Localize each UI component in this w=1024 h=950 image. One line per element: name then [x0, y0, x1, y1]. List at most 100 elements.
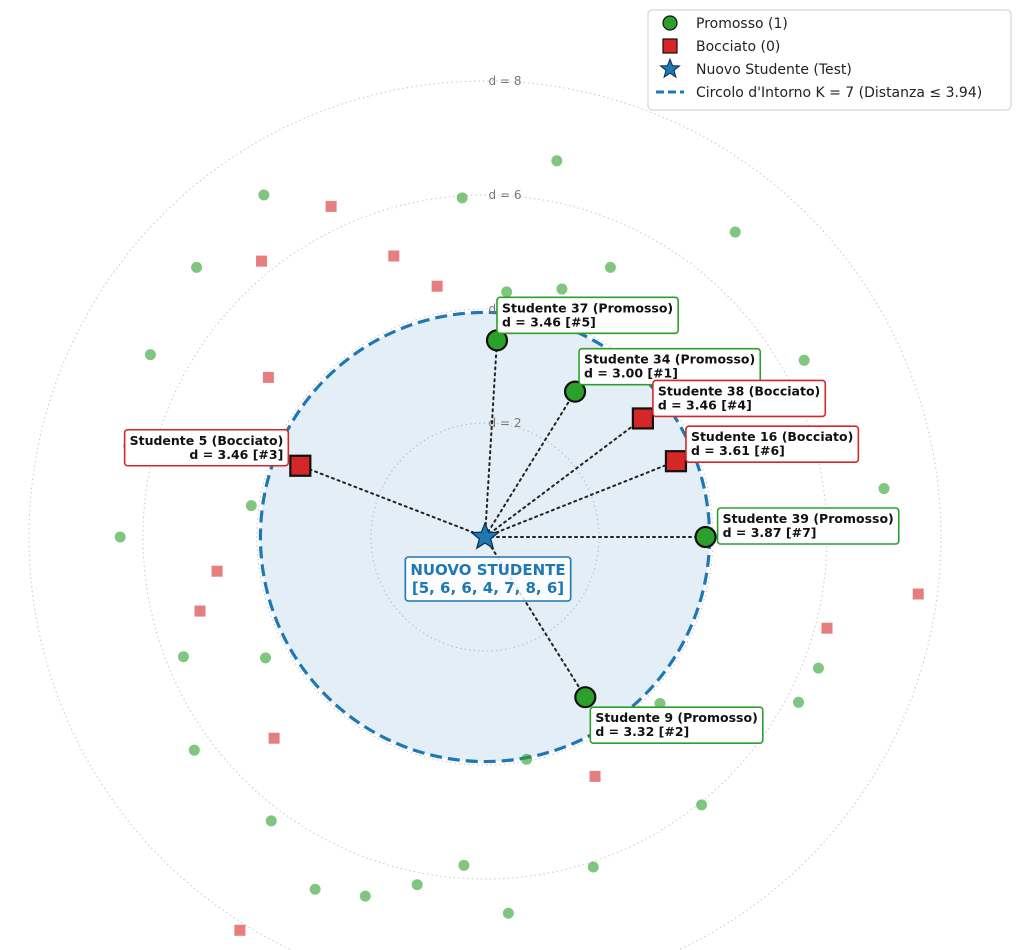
neighbor-label-9-box: [589, 706, 764, 744]
neighbor-point-5: [289, 454, 312, 477]
neighbor-point-16: [664, 450, 688, 473]
training-point-promosso: [521, 753, 533, 765]
neighbor-label-37: Studente 37 (Promosso)d = 3.46 [#5]: [496, 296, 679, 335]
training-point-promosso: [729, 226, 741, 238]
training-point-bocciato: [325, 200, 337, 212]
training-point-promosso: [556, 283, 568, 295]
training-point-promosso: [501, 286, 513, 298]
neighbor-label-39: Studente 39 (Promosso)d = 3.87 [#7]: [716, 507, 900, 545]
neighbor-label-16-box: [685, 425, 860, 463]
training-point-bocciato: [256, 255, 268, 267]
training-point-promosso: [265, 815, 277, 827]
training-point-promosso: [191, 261, 203, 273]
training-point-bocciato: [821, 622, 833, 634]
neighbor-label-16-line-2: d = 3.61 [#6]: [691, 443, 785, 458]
legend-label: Bocciato (0): [696, 39, 780, 55]
neighbor-label-38-box: [652, 379, 827, 418]
training-point-bocciato: [388, 250, 400, 262]
training-point-bocciato: [268, 732, 280, 744]
neighbor-label-39-line-2: d = 3.87 [#7]: [723, 525, 817, 540]
distance-ring: [28, 80, 942, 950]
neighbor-label-5: Studente 5 (Bocciato)d = 3.46 [#3]: [123, 428, 290, 467]
neighbor-link: [484, 390, 577, 538]
training-point-promosso: [798, 354, 810, 366]
training-point-promosso: [177, 651, 189, 663]
training-point-bocciato: [234, 924, 246, 936]
neighbor-label-37-line-1: Studente 37 (Promosso): [502, 300, 673, 315]
neighbor-label-16: Studente 16 (Bocciato)d = 3.61 [#6]: [685, 425, 860, 463]
neighbor-point-9: [574, 686, 597, 709]
training-point-promosso: [359, 890, 371, 902]
training-point-bocciato: [589, 770, 601, 782]
neighbor-label-9: Studente 9 (Promosso)d = 3.32 [#2]: [589, 706, 764, 744]
training-point-promosso: [551, 155, 563, 167]
test-label: NUOVO STUDENTE[5, 6, 6, 4, 7, 8, 6]: [404, 556, 572, 602]
training-point-bocciato: [431, 280, 443, 292]
training-point-promosso: [458, 859, 470, 871]
training-point-promosso: [696, 799, 708, 811]
legend-label: Nuovo Studente (Test): [696, 62, 852, 78]
legend-circle-icon: [662, 15, 678, 31]
legend-star-icon: [659, 57, 681, 79]
neighbor-label-9-line-1: Studente 9 (Promosso): [595, 710, 757, 725]
legend-square-icon: [662, 38, 678, 54]
neighbor-label-38: Studente 38 (Bocciato)d = 3.46 [#4]: [652, 379, 827, 418]
test-label-box: [404, 556, 572, 602]
training-point-promosso: [502, 907, 514, 919]
training-point-promosso: [144, 349, 156, 361]
neighbor-points: [289, 329, 717, 709]
neighbor-labels: Studente 37 (Promosso)d = 3.46 [#5]Stude…: [123, 296, 900, 744]
legend-frame: [647, 9, 1012, 111]
training-points: [114, 155, 924, 936]
neighbor-label-37-line-2: d = 3.46 [#5]: [502, 314, 596, 329]
ring-label: d = 6: [489, 188, 522, 202]
legend-label: Circolo d'Intorno K = 7 (Distanza ≤ 3.94…: [696, 85, 982, 101]
neighbor-label-38-line-2: d = 3.46 [#4]: [658, 397, 752, 412]
training-point-promosso: [793, 696, 804, 708]
neighbor-label-34-line-1: Studente 34 (Promosso): [584, 352, 755, 367]
training-point-promosso: [309, 883, 321, 895]
training-point-promosso: [587, 861, 599, 873]
training-point-bocciato: [194, 605, 206, 617]
neighbor-label-34-line-2: d = 3.00 [#1]: [584, 366, 678, 381]
training-point-promosso: [260, 652, 272, 664]
test-star-icon: [470, 521, 500, 550]
training-point-promosso: [245, 500, 257, 512]
neighbor-label-5-line-2: d = 3.46 [#3]: [189, 447, 283, 462]
ring-label: d = 8: [489, 74, 522, 88]
training-point-bocciato: [211, 565, 223, 577]
neighbor-link: [299, 464, 486, 538]
neighbor-label-9-line-2: d = 3.32 [#2]: [595, 724, 689, 739]
training-point-promosso: [604, 261, 616, 273]
neighbor-point-34: [563, 380, 587, 403]
neighbor-label-16-line-1: Studente 16 (Bocciato): [691, 429, 853, 444]
neighbor-label-34: Studente 34 (Promosso)d = 3.00 [#1]: [578, 347, 762, 386]
test-label-line-1: NUOVO STUDENTE: [410, 561, 565, 579]
legend-label: Promosso (1): [696, 16, 788, 32]
training-point-promosso: [114, 531, 126, 543]
legend: Promosso (1) Bocciato (0) Nuovo Studente (…: [647, 9, 1012, 111]
training-point-promosso: [258, 189, 270, 201]
neighbor-label-39-line-1: Studente 39 (Promosso): [723, 511, 894, 526]
training-point-promosso: [654, 697, 666, 709]
neighbor-point-38: [631, 407, 654, 430]
neighbor-link: [484, 460, 677, 538]
training-point-promosso: [456, 192, 468, 204]
neighbor-label-39-box: [716, 507, 900, 545]
training-point-promosso: [188, 744, 200, 756]
training-point-promosso: [411, 879, 423, 891]
neighbor-point-39: [694, 525, 717, 549]
neighbor-label-38-line-1: Studente 38 (Bocciato): [658, 383, 820, 398]
training-point-bocciato: [912, 588, 924, 600]
neighbor-link: [484, 339, 498, 538]
test-point-group: [470, 521, 500, 550]
ring-label: d = 2: [489, 416, 522, 430]
neighbor-label-5-line-1: Studente 5 (Bocciato): [130, 433, 284, 448]
neighbor-link: [484, 417, 644, 538]
neighbor-label-37-box: [496, 296, 679, 335]
neighbor-label-5-box: [123, 428, 290, 467]
test-label-line-2: [5, 6, 6, 4, 7, 8, 6]: [412, 579, 564, 597]
training-point-promosso: [812, 662, 824, 674]
training-point-bocciato: [262, 371, 274, 383]
